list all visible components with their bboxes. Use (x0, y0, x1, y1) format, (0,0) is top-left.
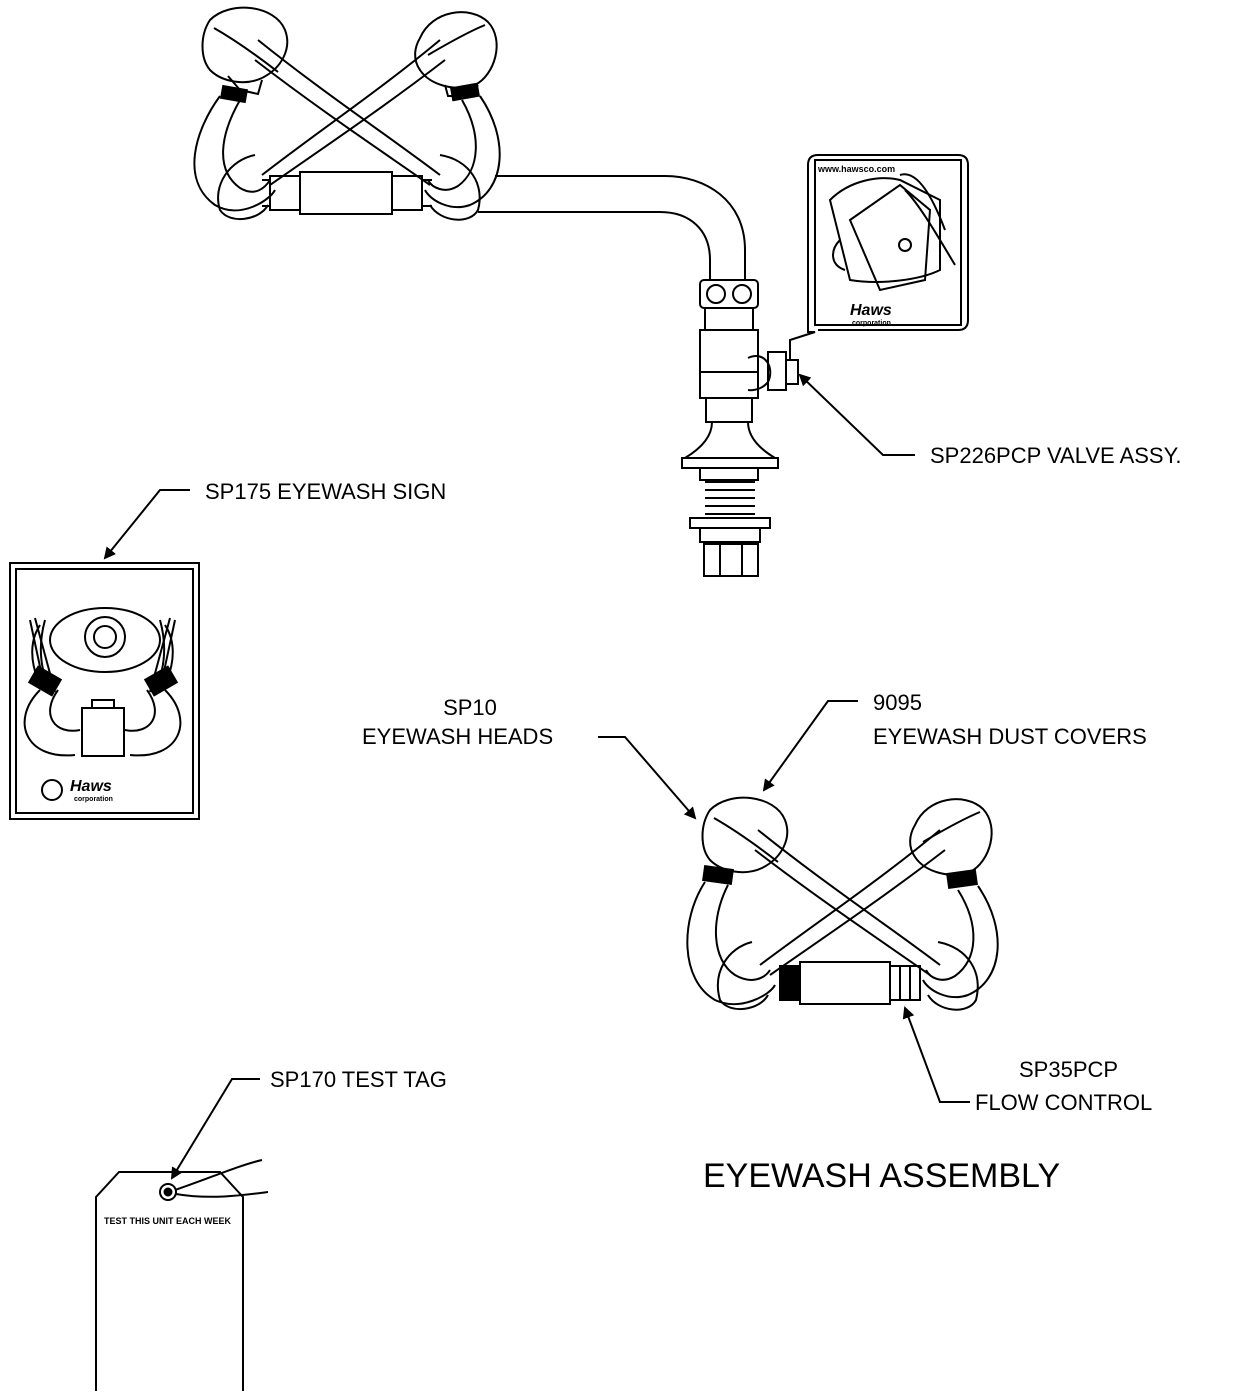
valve-assembly-label: SP226PCP VALVE ASSY. (930, 443, 1182, 468)
eyewash-sign-label: SP175 EYEWASH SIGN (205, 479, 447, 504)
dust-covers-label-2: EYEWASH DUST COVERS (873, 724, 1147, 749)
sign-logo-sub: corporation (74, 796, 113, 803)
dust-covers-label-1: 9095 (873, 690, 922, 715)
valve-assembly (681, 279, 799, 577)
eyewash-heads-label-1: SP10 (443, 695, 497, 720)
sign-logo: Haws (70, 778, 112, 795)
assembly-title: EYEWASH ASSEMBLY (703, 1157, 1061, 1195)
eyewash-sign (9, 562, 200, 820)
flow-control-label-2: FLOW CONTROL (975, 1090, 1153, 1115)
test-tag-text: TEST THIS UNIT EACH WEEK (104, 1216, 232, 1226)
valve-card-url: www.hawsco.com (818, 164, 896, 174)
test-tag-label: SP170 TEST TAG (270, 1067, 447, 1092)
valve-card-logo-sub: corporation (852, 320, 891, 327)
valve-instruction-card (789, 154, 969, 360)
flow-control-label-1: SP35PCP (1019, 1057, 1119, 1082)
leader-lines (103, 373, 970, 1180)
test-tag (95, 1159, 269, 1391)
eyewash-heads-label-2: EYEWASH HEADS (362, 724, 554, 749)
bottom-eyewash-heads (686, 796, 999, 1011)
valve-card-logo: Haws (850, 302, 892, 319)
top-eyewash-heads (193, 6, 746, 280)
